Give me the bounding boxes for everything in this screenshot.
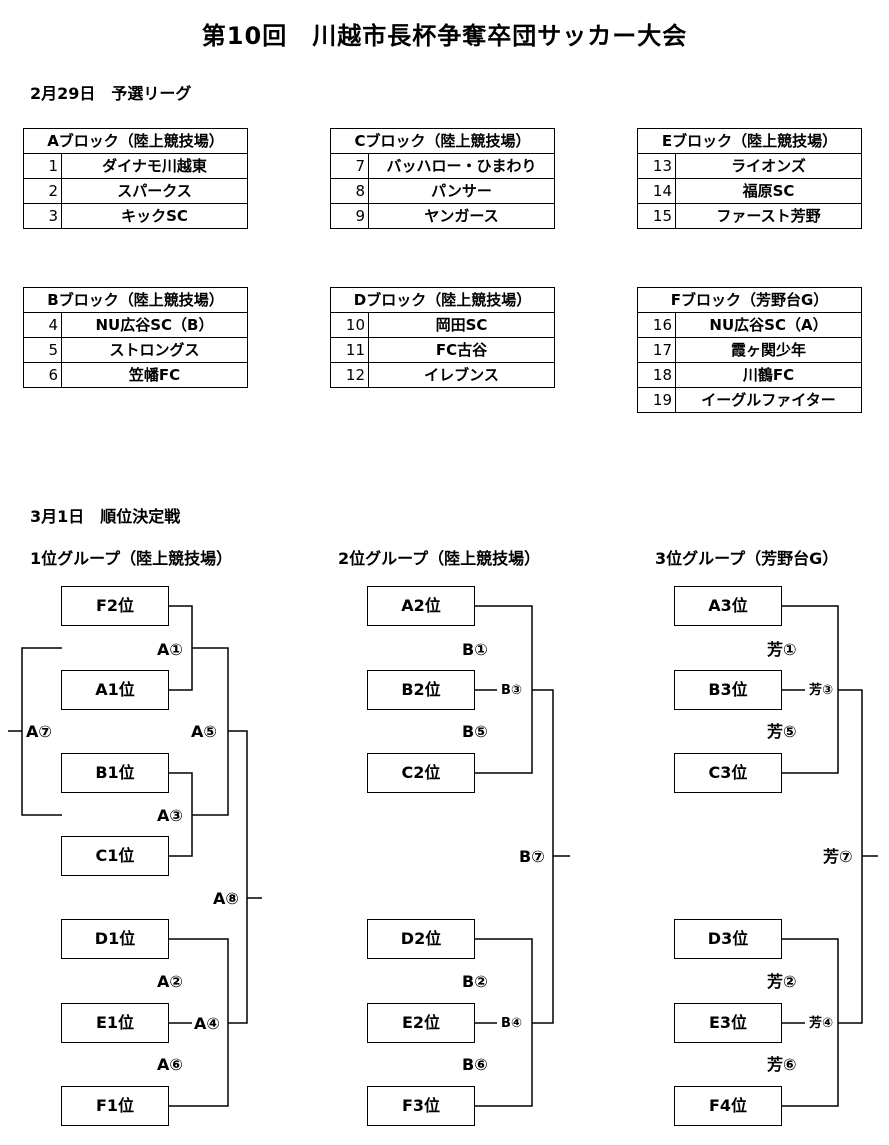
match-label: A④: [193, 1014, 221, 1033]
team-name: ヤンガース: [368, 203, 555, 229]
slot-box: B2位: [367, 670, 475, 710]
team-number: 6: [23, 362, 62, 388]
day2-heading: 3月1日 順位決定戦: [30, 507, 181, 526]
match-label: A③: [156, 806, 184, 825]
match-label: A⑥: [156, 1055, 184, 1074]
slot-box: C2位: [367, 753, 475, 793]
team-name: 福原SC: [675, 178, 862, 204]
match-label: B④: [500, 1015, 523, 1033]
team-name: NU広谷SC（B）: [61, 312, 248, 338]
team-name: ダイナモ川越東: [61, 153, 248, 179]
slot-box: F4位: [674, 1086, 782, 1126]
team-number: 12: [330, 362, 369, 388]
team-name: バッハロー・ひまわり: [368, 153, 555, 179]
match-label: B②: [461, 972, 489, 991]
team-name: 霞ヶ関少年: [675, 337, 862, 363]
slot-box: A3位: [674, 586, 782, 626]
team-number: 16: [637, 312, 676, 338]
slot-box: D2位: [367, 919, 475, 959]
match-label: 芳⑤: [766, 722, 798, 741]
group-3-title: 3位グループ（芳野台G）: [655, 549, 839, 568]
team-number: 17: [637, 337, 676, 363]
match-label: 芳⑦: [822, 847, 854, 866]
slot-box: A2位: [367, 586, 475, 626]
match-label: A⑤: [190, 722, 218, 741]
team-name: 川鶴FC: [675, 362, 862, 388]
team-name: イーグルファイター: [675, 387, 862, 413]
slot-box: A1位: [61, 670, 169, 710]
slot-box: B3位: [674, 670, 782, 710]
slot-box: D3位: [674, 919, 782, 959]
match-label: 芳⑥: [766, 1055, 798, 1074]
team-number: 10: [330, 312, 369, 338]
block-header: Fブロック（芳野台G）: [637, 287, 862, 313]
slot-box: C1位: [61, 836, 169, 876]
match-label: 芳④: [808, 1015, 835, 1033]
team-name: イレブンス: [368, 362, 555, 388]
match-label: B①: [461, 640, 489, 659]
match-label: B③: [500, 682, 523, 700]
slot-box: F3位: [367, 1086, 475, 1126]
match-label: B⑦: [518, 847, 546, 866]
match-label: B⑥: [461, 1055, 489, 1074]
match-label: 芳②: [766, 972, 798, 991]
match-label: 芳①: [766, 640, 798, 659]
team-number: 15: [637, 203, 676, 229]
slot-box: E3位: [674, 1003, 782, 1043]
day1-heading: 2月29日 予選リーグ: [30, 84, 192, 103]
team-name: キックSC: [61, 203, 248, 229]
team-number: 14: [637, 178, 676, 204]
slot-box: C3位: [674, 753, 782, 793]
slot-box: D1位: [61, 919, 169, 959]
group-2-title: 2位グループ（陸上競技場）: [338, 549, 541, 568]
team-number: 18: [637, 362, 676, 388]
team-name: スパークス: [61, 178, 248, 204]
slot-box: F1位: [61, 1086, 169, 1126]
match-label: 芳③: [808, 682, 835, 700]
team-number: 5: [23, 337, 62, 363]
slot-box: E1位: [61, 1003, 169, 1043]
team-number: 11: [330, 337, 369, 363]
block-header: Eブロック（陸上競技場）: [637, 128, 862, 154]
match-label: A①: [156, 640, 184, 659]
match-label: A⑧: [212, 889, 240, 908]
block-header: Cブロック（陸上競技場）: [330, 128, 555, 154]
team-name: 笠幡FC: [61, 362, 248, 388]
team-name: ファースト芳野: [675, 203, 862, 229]
match-label: A②: [156, 972, 184, 991]
team-number: 19: [637, 387, 676, 413]
match-label: B⑤: [461, 722, 489, 741]
team-number: 9: [330, 203, 369, 229]
team-name: 岡田SC: [368, 312, 555, 338]
group-1-title: 1位グループ（陸上競技場）: [30, 549, 233, 568]
slot-box: B1位: [61, 753, 169, 793]
match-label: A⑦: [25, 722, 53, 741]
page-title: 第10回 川越市長杯争奪卒団サッカー大会: [201, 22, 688, 50]
team-name: ストロングス: [61, 337, 248, 363]
slot-box: F2位: [61, 586, 169, 626]
slot-box: E2位: [367, 1003, 475, 1043]
